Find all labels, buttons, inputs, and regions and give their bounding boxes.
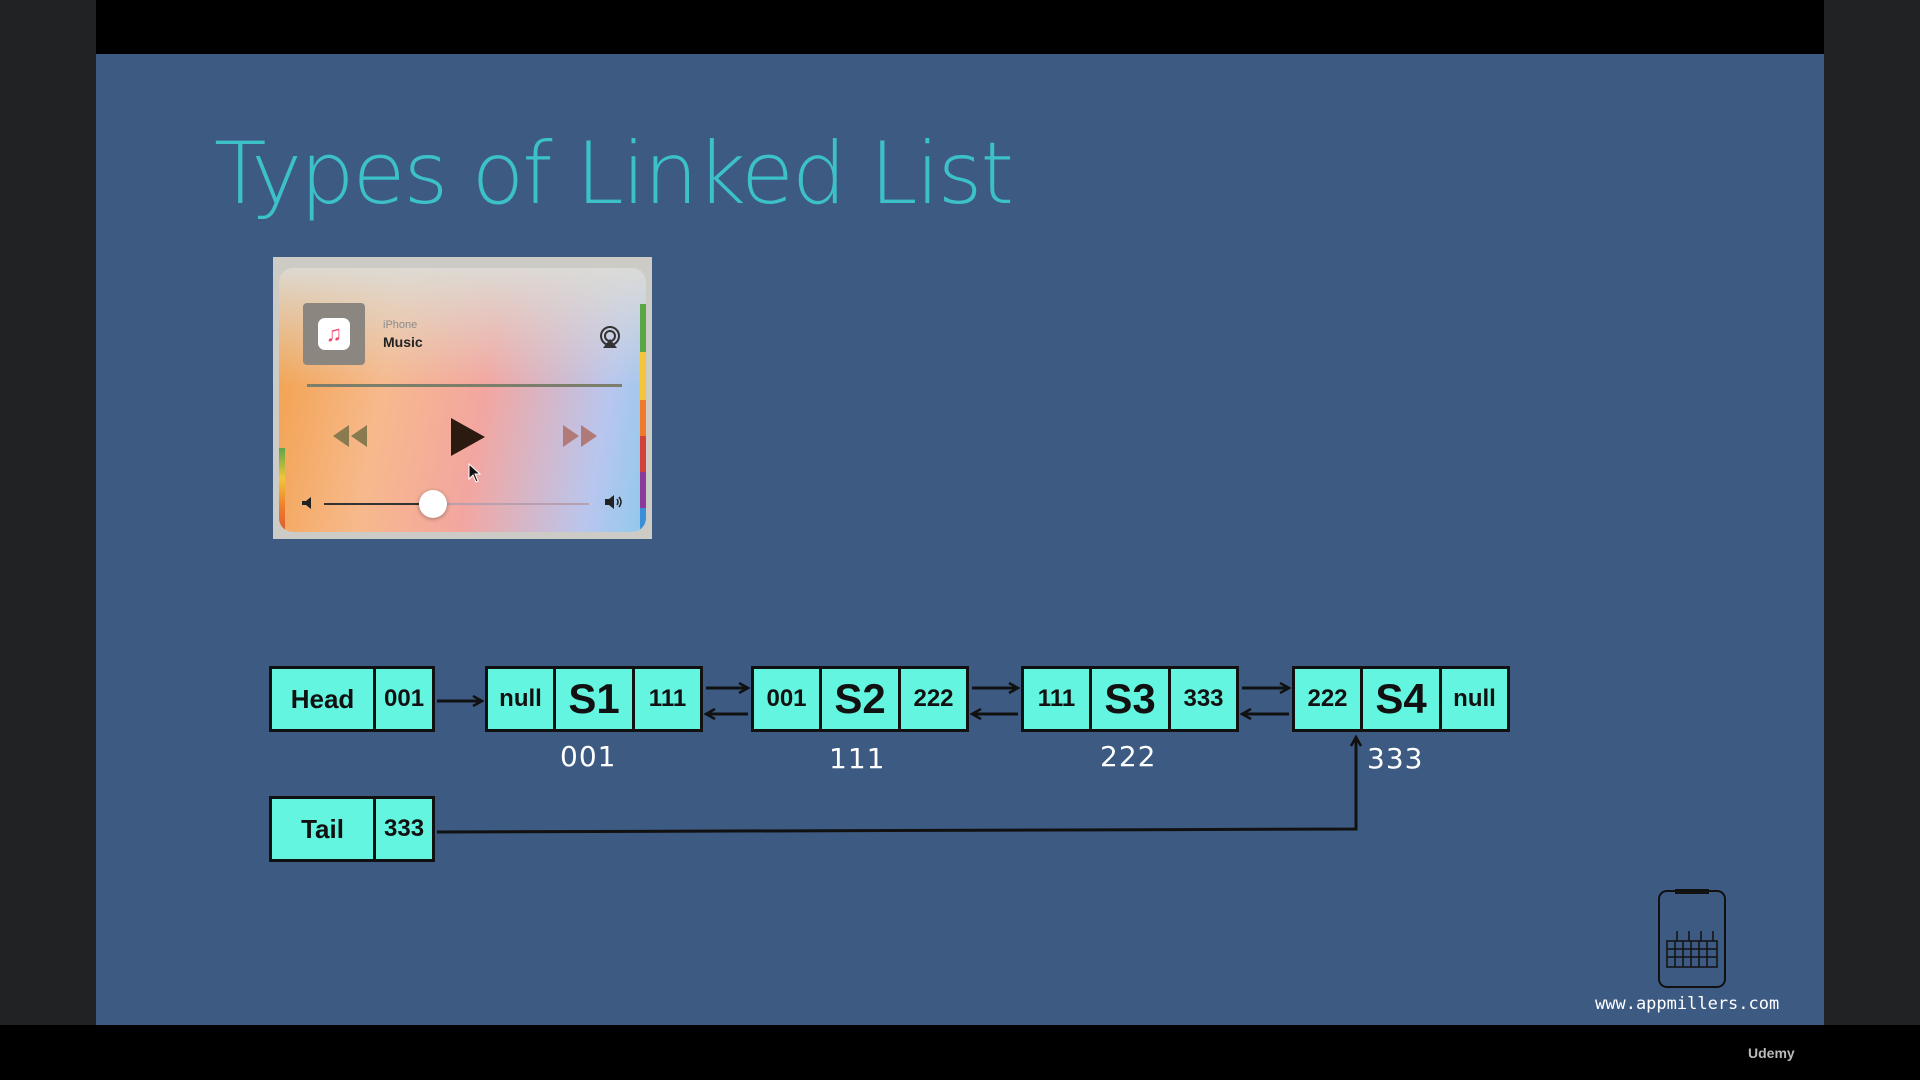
widget-color-stripes [640,304,646,532]
node-address: 222 [1100,740,1157,773]
node-address: 333 [1367,742,1424,775]
node-address: 001 [560,740,617,773]
music-widget-card: ♫ iPhone Music [279,268,646,532]
music-note-icon: ♫ [318,318,350,350]
right-letterbox [1824,0,1920,1080]
appmillers-logo-icon [1658,889,1726,988]
volume-track-filled [324,503,434,505]
node-data: S3 [1092,669,1171,729]
node-next: 333 [1183,685,1224,712]
play-icon[interactable] [447,416,487,458]
node-data: S1 [556,669,635,729]
udemy-watermark: Udemy [1748,1045,1795,1061]
head-value: 001 [384,685,425,712]
rewind-icon[interactable] [331,423,371,449]
node-next: 222 [913,685,954,712]
node-prev: null [488,669,556,729]
widget-color-stripes-left [279,448,285,532]
volume-track[interactable] [434,503,589,505]
mouse-cursor-icon [468,463,482,483]
list-node: 001 S2 222 [751,666,969,732]
app-label: Music [383,334,423,350]
node-data: S2 [822,669,901,729]
slide-title: Types of Linked List [214,124,1014,224]
list-node: 111 S3 333 [1021,666,1239,732]
website-url: www.appmillers.com [1595,994,1780,1014]
playback-progress[interactable] [307,384,622,387]
volume-low-icon [302,497,311,509]
slide: Types of Linked List ♫ iPhone Music [96,54,1824,1025]
left-letterbox [0,0,96,1080]
airplay-icon[interactable] [597,324,623,350]
volume-slider-knob[interactable] [419,490,447,518]
node-prev: 001 [754,669,822,729]
music-widget: ♫ iPhone Music [273,257,652,539]
device-label: iPhone [383,319,418,331]
music-app-icon[interactable]: ♫ [303,303,365,365]
bottom-letterbox [0,1025,1920,1080]
fast-forward-icon[interactable] [561,423,601,449]
node-prev: 111 [1024,669,1092,729]
node-data: S4 [1363,669,1442,729]
tail-pointer: Tail 333 [269,796,435,862]
tail-label: Tail [272,799,377,859]
head-label: Head [272,669,377,729]
tail-value: 333 [384,815,425,842]
volume-high-icon [605,495,622,509]
list-node: null S1 111 [485,666,703,732]
node-next: null [1453,685,1496,712]
head-pointer: Head 001 [269,666,435,732]
node-next: 111 [648,685,687,712]
top-letterbox [96,0,1824,54]
node-address: 111 [829,742,886,775]
node-prev: 222 [1295,669,1363,729]
list-node: 222 S4 null [1292,666,1510,732]
